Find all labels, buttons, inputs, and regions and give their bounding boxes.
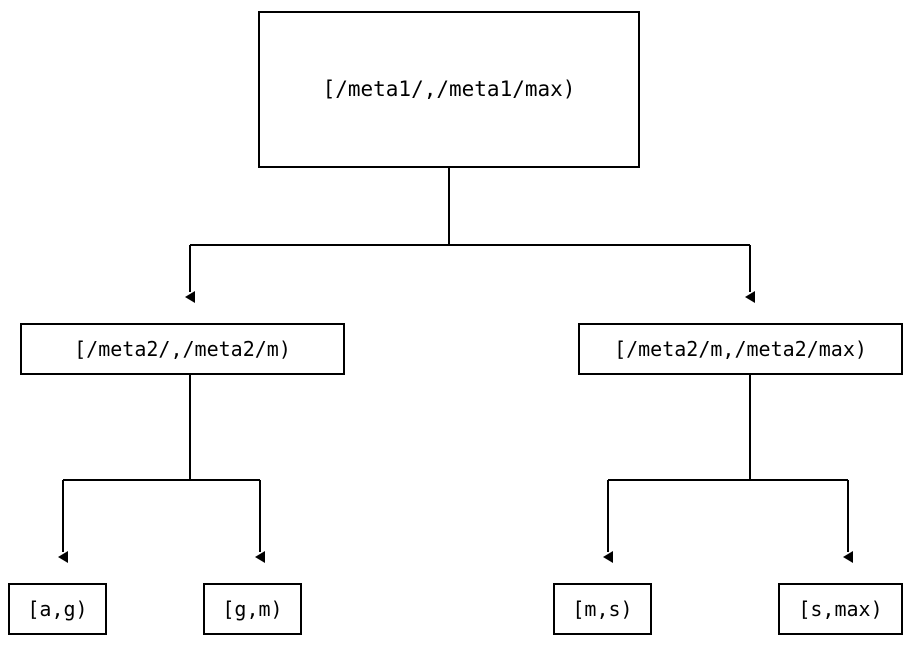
connector-mid-right-to-leaves xyxy=(603,375,853,563)
connector-root-to-mid xyxy=(185,168,755,303)
tree-node-leaf-s-max-label: [s,max) xyxy=(798,597,883,621)
tree-node-mid-left-label: [/meta2/,/meta2/m) xyxy=(74,337,291,361)
tree-node-mid-left[interactable]: [/meta2/,/meta2/m) xyxy=(20,323,345,375)
tree-node-leaf-m-s-label: [m,s) xyxy=(572,597,633,621)
connector-mid-left-to-leaves xyxy=(58,375,265,563)
tree-node-leaf-m-s[interactable]: [m,s) xyxy=(553,583,652,635)
tree-node-mid-right[interactable]: [/meta2/m,/meta2/max) xyxy=(578,323,903,375)
tree-node-leaf-g-m[interactable]: [g,m) xyxy=(203,583,302,635)
tree-node-root-label: [/meta1/,/meta1/max) xyxy=(322,77,576,101)
tree-node-leaf-s-max[interactable]: [s,max) xyxy=(778,583,903,635)
tree-node-root[interactable]: [/meta1/,/meta1/max) xyxy=(258,11,640,168)
tree-node-leaf-a-g-label: [a,g) xyxy=(27,597,88,621)
tree-node-mid-right-label: [/meta2/m,/meta2/max) xyxy=(614,337,867,361)
tree-node-leaf-a-g[interactable]: [a,g) xyxy=(8,583,107,635)
tree-node-leaf-g-m-label: [g,m) xyxy=(222,597,283,621)
